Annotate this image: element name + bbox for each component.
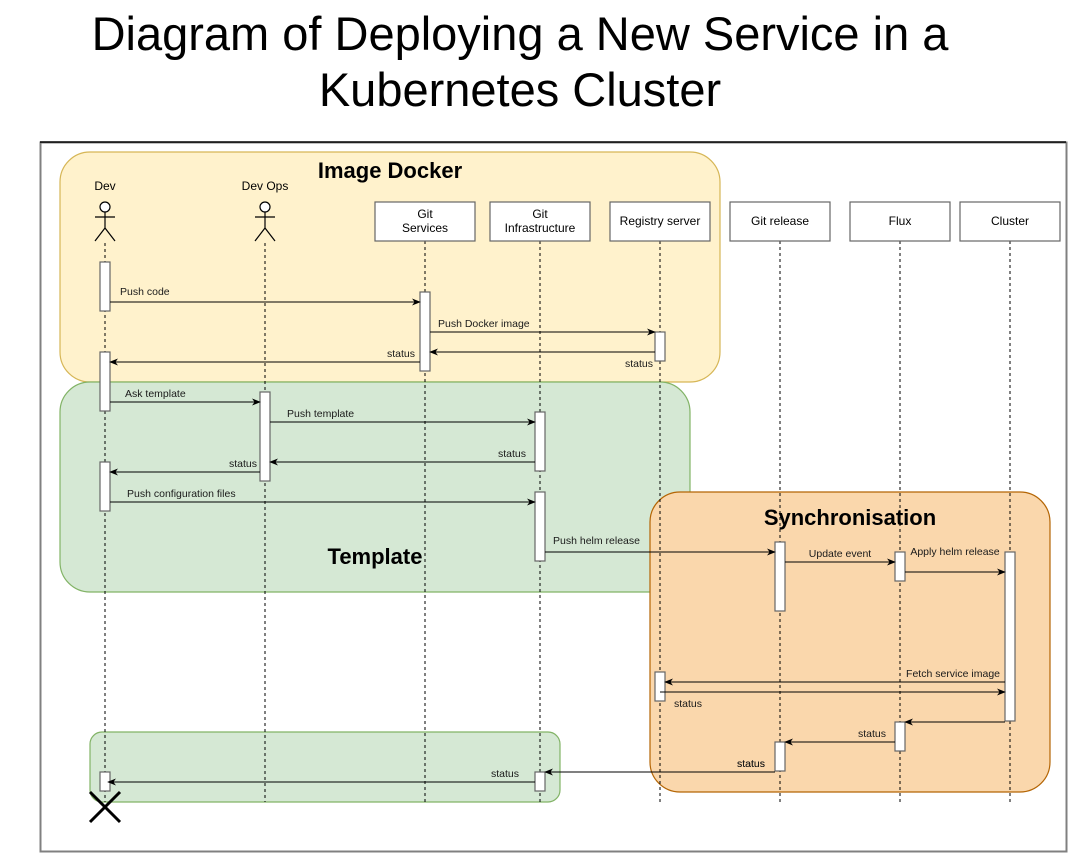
group-region-final (89, 731, 561, 803)
group-region-synchronisation (649, 491, 1051, 793)
message-label-dev-to-gitinfra: Push configuration files (127, 488, 236, 500)
participant-label-line: Services (402, 221, 448, 235)
participant-box-registry[interactable] (609, 201, 711, 242)
actor-icon-dev (94, 201, 116, 242)
participant-label-cluster: Cluster (991, 214, 1029, 228)
activation-bar-registry (654, 671, 666, 702)
message-label-flux-to-gitrelease: status (737, 758, 765, 770)
participant-box-gitservices[interactable] (374, 201, 476, 242)
participant-label-dev: Dev (94, 179, 115, 193)
message-label-devops-to-dev: status (229, 458, 257, 470)
activation-bar-devops (259, 391, 271, 482)
destroy-x-stroke-2 (88, 790, 122, 824)
group-label-synchronisation: Synchronisation (764, 505, 936, 530)
actor-left-leg (254, 227, 266, 242)
actor-right-leg (264, 227, 276, 242)
participant-box-cluster[interactable] (959, 201, 1061, 242)
message-label-registry-to-cluster: status (674, 698, 702, 710)
activation-bar-gitinfra (534, 771, 546, 792)
activation-bar-gitinfra (534, 411, 546, 472)
message-label-dev-to-gitservices: Push code (120, 286, 170, 298)
group-region-template (59, 381, 691, 593)
activation-bar-gitinfra (534, 491, 546, 562)
activation-bar-registry (654, 331, 666, 362)
participant-label-registry: Registry server (620, 214, 701, 228)
group-label-template: Template (328, 544, 423, 569)
actor-icon-devops (254, 201, 276, 242)
actor-right-leg (104, 227, 116, 242)
participant-label-line: Cluster (991, 214, 1029, 228)
actor-left-leg (94, 227, 106, 242)
group-label-image-docker: Image Docker (318, 158, 463, 183)
activation-bar-flux (894, 721, 906, 752)
participant-label-line: Git (417, 207, 433, 221)
participant-label-devops: Dev Ops (242, 179, 289, 193)
participant-label-gitrelease: Git release (751, 214, 809, 228)
message-label-gitservices-to-registry: Push Docker image (438, 318, 530, 330)
message-label-gitinfra-to-devops: status (498, 448, 526, 460)
message-label-gitrelease-to-gitinfra: status (737, 758, 765, 770)
participant-box-gitrelease[interactable] (729, 201, 831, 242)
destroy-x-icon (88, 790, 122, 824)
participant-label-line: Git release (751, 214, 809, 228)
participant-box-flux[interactable] (849, 201, 951, 242)
participant-label-flux: Flux (889, 214, 912, 228)
activation-bar-gitrelease (774, 541, 786, 612)
participant-label-line: Registry server (620, 214, 701, 228)
activation-bar-gitservices (419, 291, 431, 372)
participant-label-line: Git (532, 207, 548, 221)
message-label-registry-to-gitservices: status (625, 358, 653, 370)
activation-bar-flux (894, 551, 906, 582)
participant-box-gitinfra[interactable] (489, 201, 591, 242)
participant-label-line: Infrastructure (505, 221, 576, 235)
activation-bar-cluster (1004, 551, 1016, 722)
message-label-cluster-to-flux: status (858, 728, 886, 740)
message-label-cluster-to-registry: Fetch service image (906, 668, 1000, 680)
activation-bar-dev (99, 261, 111, 312)
message-label-dev-to-devops: Ask template (125, 388, 186, 400)
message-label-gitservices-to-dev: status (387, 348, 415, 360)
participant-label-line: Flux (889, 214, 912, 228)
message-label-gitrelease-to-flux: Update event (809, 548, 872, 560)
activation-bar-dev (99, 351, 111, 412)
diagram-title-line-1: Diagram of Deploying a New Service in a (91, 7, 949, 60)
message-label-devops-to-gitinfra: Push template (287, 408, 354, 420)
message-label-flux-to-cluster: Apply helm release (910, 546, 999, 558)
diagram-title: Diagram of Deploying a New Service in a … (0, 6, 1040, 118)
message-label-gitinfra-to-dev: status (491, 768, 519, 780)
activation-bar-dev (99, 461, 111, 512)
activation-bar-gitrelease (774, 741, 786, 772)
actor-head (259, 201, 271, 213)
actor-head (99, 201, 111, 213)
diagram-title-line-2: Kubernetes Cluster (318, 63, 722, 116)
message-label-gitinfra-to-gitrelease: Push helm release (553, 535, 640, 547)
